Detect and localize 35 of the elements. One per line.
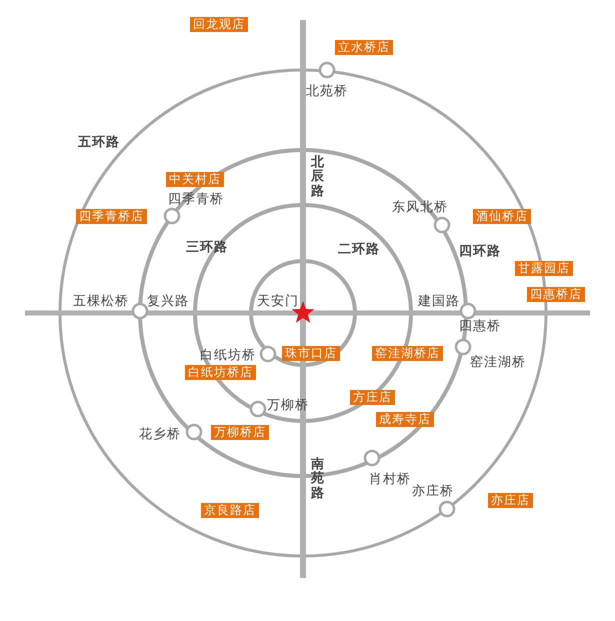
store-tag: 成寿寺店 [376,412,434,427]
place-label: 四季青桥 [168,191,224,209]
store-tag: 甘露园店 [515,261,573,276]
place-label: 北苑桥 [306,83,348,101]
road-label: 南苑路 [311,458,324,501]
place-label: 东风北桥 [392,199,448,217]
store-tag: 亦庄店 [488,493,533,508]
place-label: 白纸坊桥 [200,347,256,365]
store-tag: 酒仙桥店 [473,209,531,224]
place-label: 肖村桥 [369,471,411,489]
road-label: 北辰路 [311,156,324,199]
place-label: 万柳桥 [267,397,309,415]
place-label: 窑洼湖桥 [470,354,526,372]
store-tag: 珠市口店 [282,346,340,361]
store-tag: 窑洼湖桥店 [372,346,443,361]
road-label: 二环路 [338,241,380,259]
store-tag: 中关村店 [166,172,224,187]
store-tag: 四惠桥店 [527,287,585,302]
road-label: 三环路 [186,239,228,257]
place-label: 天安门 [257,293,299,311]
store-tag: 四季青桥店 [76,209,147,224]
place-label: 亦庄桥 [412,483,454,501]
road-label: 四环路 [459,243,501,261]
place-label: 五棵松桥 [73,293,129,311]
store-tag: 回龙观店 [190,17,248,32]
store-tag: 白纸坊桥店 [185,365,256,380]
store-tag: 京良路店 [201,503,259,518]
place-label: 四惠桥 [459,318,501,336]
store-tag: 万柳桥店 [211,425,269,440]
place-label: 建国路 [418,293,460,311]
place-label: 复兴路 [147,293,189,311]
store-tag: 方庄店 [350,390,395,405]
place-label: 花乡桥 [139,426,181,444]
road-label: 五环路 [78,134,120,152]
store-tag: 立水桥店 [335,40,393,55]
